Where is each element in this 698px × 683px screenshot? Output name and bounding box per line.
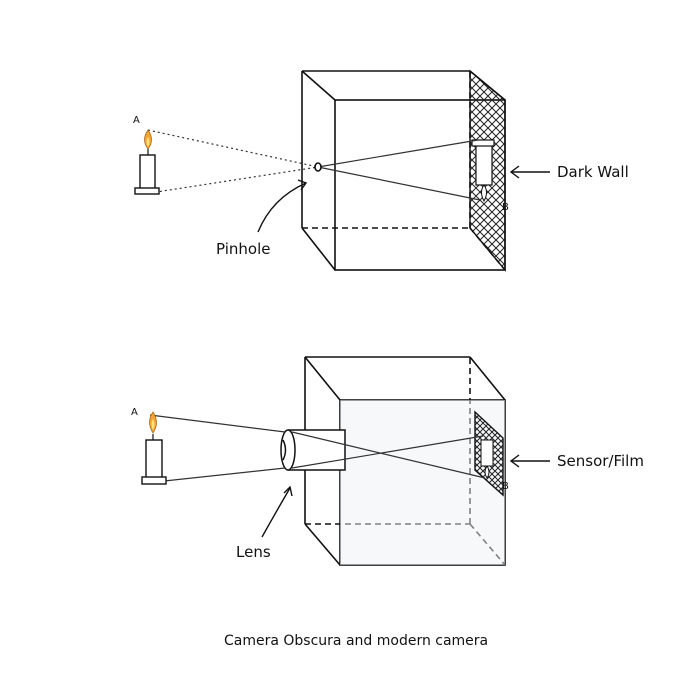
- lens: [280, 429, 346, 471]
- diagram-caption: Camera Obscura and modern camera: [224, 633, 488, 649]
- sensor-film-label: Sensor/Film: [557, 452, 644, 470]
- dark-wall-label: Dark Wall: [557, 163, 629, 181]
- candle-bottom: [141, 411, 167, 485]
- point-b-bottom: B: [502, 481, 509, 492]
- candle-top: [134, 129, 160, 195]
- dark-wall-arrow: [509, 165, 550, 179]
- pinhole-label: Pinhole: [216, 240, 270, 258]
- point-a-bottom: A: [131, 407, 138, 418]
- inverted-candle-image-bottom: [480, 439, 494, 479]
- inverted-candle-image: [471, 139, 495, 203]
- pinhole-arrow: [257, 179, 308, 233]
- pinhole: [314, 162, 322, 172]
- sensor-arrow: [509, 454, 550, 468]
- light-rays-top: [147, 129, 481, 201]
- light-rays-bottom: [149, 414, 486, 483]
- point-a-top: A: [133, 115, 140, 126]
- lens-label: Lens: [236, 543, 271, 561]
- point-b-top: B: [502, 202, 509, 213]
- lens-arrow: [261, 485, 293, 538]
